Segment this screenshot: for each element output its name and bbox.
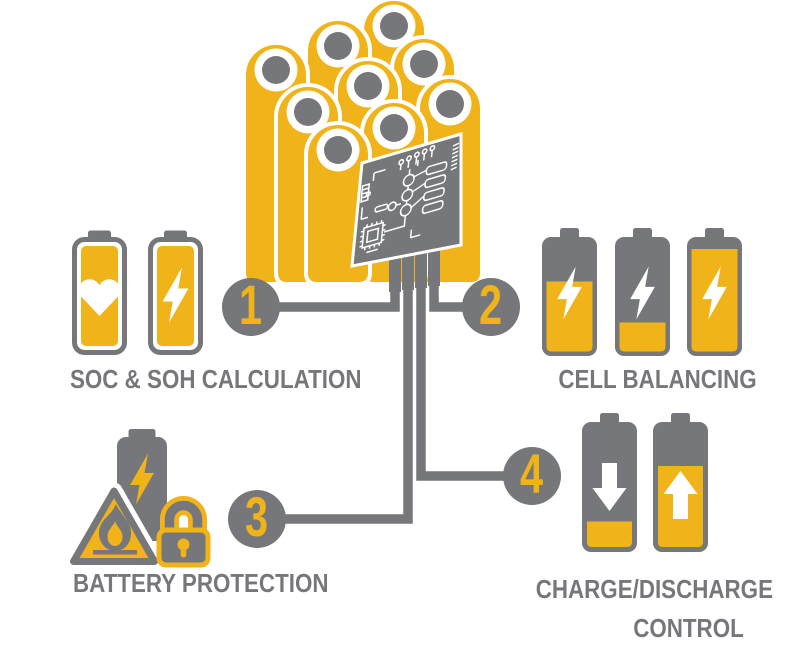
charge-battery-icon [653, 413, 708, 552]
padlock-icon [156, 496, 211, 568]
flame-icon [99, 504, 131, 551]
flammable-warning-triangle-icon [65, 482, 163, 570]
step-4-badge: 4 [503, 442, 561, 505]
step-1-number: 1 [239, 273, 263, 336]
battery-level-mid-icon [542, 228, 597, 356]
step-2-badge: 2 [462, 273, 520, 336]
heart-icon [78, 279, 121, 316]
step-2-number: 2 [479, 273, 503, 336]
bms-circuit-board-icon [350, 131, 463, 268]
feature-3-label: BATTERY PROTECTION [73, 568, 329, 598]
bolt-icon [130, 453, 154, 505]
battery-level-full-icon [687, 228, 742, 356]
bolt-icon [162, 267, 189, 323]
step-4-number: 4 [520, 442, 544, 505]
feature-4-label-line2: CONTROL [633, 613, 744, 643]
feature-4-label-line1: CHARGE/DISCHARGE [535, 574, 773, 604]
board-pins [389, 244, 440, 292]
feature-1-label: SOC & SOH CALCULATION [70, 364, 362, 394]
battery-protection-icons [65, 429, 211, 570]
connector-line-4 [416, 245, 508, 481]
keyhole-icon [177, 538, 190, 551]
circuit-traces [359, 142, 459, 254]
heart-battery-icon [72, 230, 127, 355]
discharge-battery-icon [582, 413, 637, 552]
up-arrow-icon [663, 471, 698, 519]
cell-balancing-icons [542, 228, 742, 356]
step-3-badge: 3 [228, 485, 286, 548]
step-3-number: 3 [245, 485, 269, 548]
step-1-badge: 1 [222, 273, 280, 336]
feature-4-label: CHARGE/DISCHARGE CONTROL [521, 570, 773, 648]
bolt-icon [630, 266, 655, 320]
feature-2-label: CELL BALANCING [558, 364, 757, 394]
bolt-icon [557, 266, 582, 320]
battery-level-low-icon [615, 228, 670, 356]
charge-discharge-icons [582, 413, 708, 552]
bolt-battery-icon [148, 230, 203, 355]
soc-soh-icons [72, 230, 203, 355]
connector-line-3 [281, 245, 413, 524]
bolt-icon [702, 266, 727, 320]
down-arrow-icon [592, 463, 627, 511]
